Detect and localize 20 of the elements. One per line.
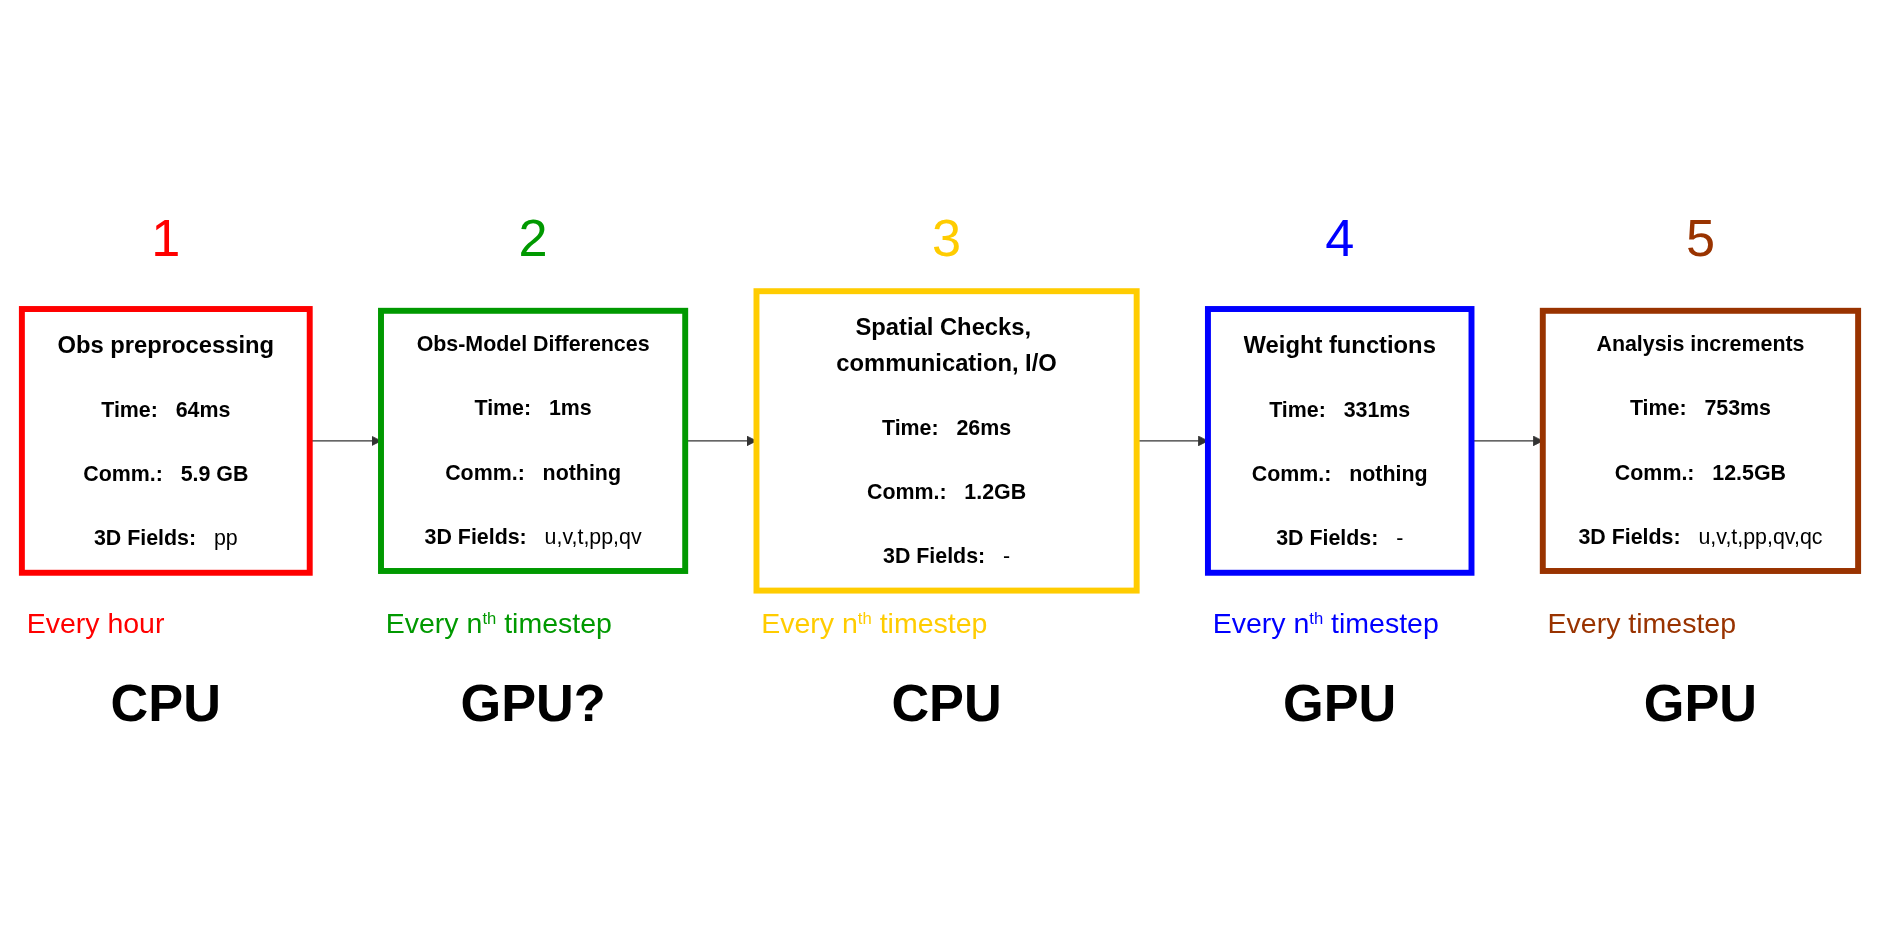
frequency-note: Every n$^{th}$ timestep	[1212, 606, 1439, 639]
frequency-note: Every n$^{th}$ timestep	[385, 606, 612, 639]
frequency-note: Every hour	[26, 606, 164, 639]
step-number: 3	[931, 208, 961, 267]
processor-label: CPU	[890, 673, 1002, 732]
node-box: Obs-Model Differences Time: 1ms Comm.: nothing 3D Fields: u,v,t,pp,qv	[377, 307, 688, 574]
processor-label: GPU	[1282, 673, 1396, 732]
processor-label: GPU?	[460, 673, 606, 732]
node-box: Weight functions Time: 331ms Comm.: nothing 3D Fields: -	[1204, 305, 1474, 576]
step-number: 2	[518, 208, 548, 267]
node-box: Obs preprocessing Time: 64ms Comm.: 5.9 GB 3D Fields: pp	[18, 305, 313, 576]
processor-label: CPU	[110, 673, 221, 732]
processor-label: GPU	[1643, 673, 1757, 732]
frequency-note: Every timestep	[1547, 606, 1736, 639]
step-number: 1	[150, 208, 180, 267]
node-box: Analysis increments Time: 753ms Comm.: 12.5GB 3D Fields: u,v,t,pp,qv,qc	[1539, 307, 1861, 574]
step-number: 5	[1685, 208, 1715, 267]
step-number: 4	[1324, 208, 1354, 267]
frequency-note: Every n$^{th}$ timestep	[760, 606, 987, 639]
node-box: Spatial Checks, communication, I/O Time: 26ms Comm.: 1.2GB 3D Fields: -	[753, 287, 1140, 594]
